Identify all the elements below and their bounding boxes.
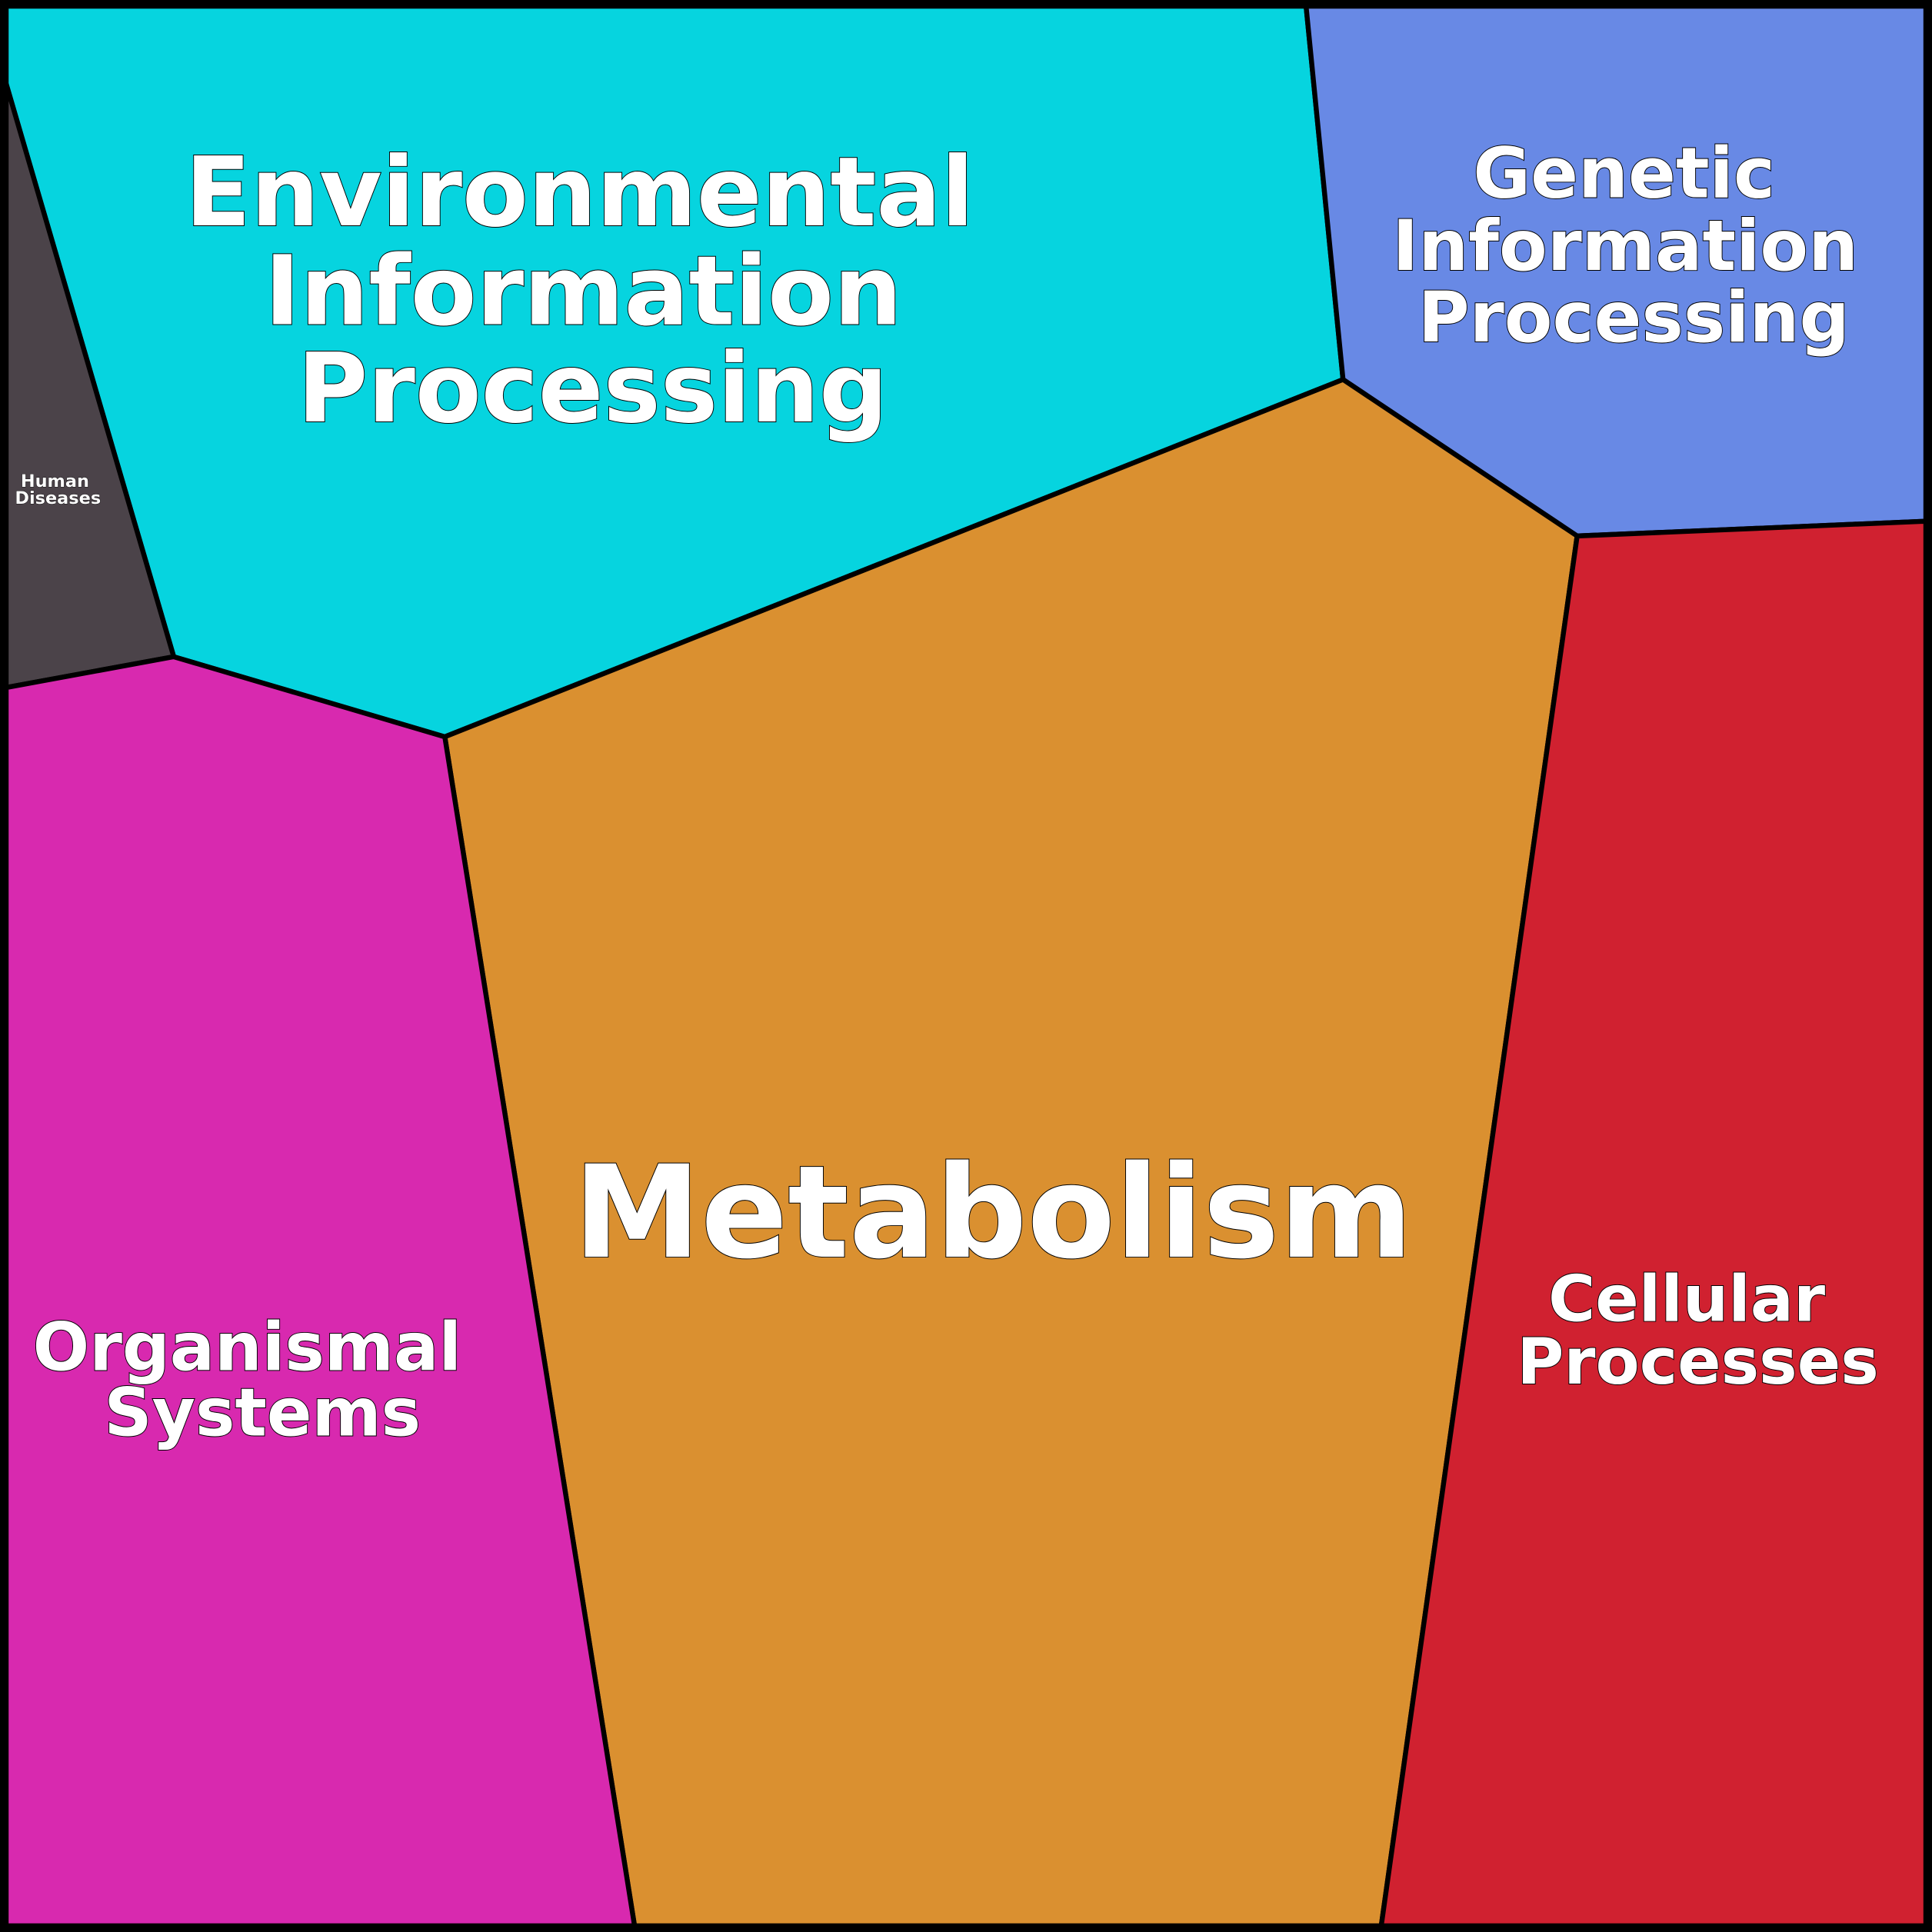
label-environmental: Environmental Information Processing [185,137,1008,445]
label-line: Cellular [1548,1261,1825,1336]
label-line: Information [265,235,902,347]
label-line: Genetic [1473,132,1775,214]
label-human-diseases: Human Diseases [15,471,101,508]
label-genetic: Genetic Information Processing [1392,132,1883,358]
label-line: Diseases [15,488,101,508]
label-line: Processing [1418,276,1850,358]
label-line: Organismal [33,1309,461,1386]
label-line: Systems [104,1374,421,1451]
label-cellular: Cellular Processes [1517,1261,1878,1399]
label-line: Human [21,471,89,491]
label-organismal: Organismal Systems [33,1309,485,1451]
label-metabolism: Metabolism [573,1138,1413,1287]
label-line: Processing [298,333,888,445]
label-line: Processes [1517,1324,1878,1399]
label-line: Information [1392,205,1858,287]
label-line: Metabolism [573,1138,1413,1287]
label-line: Environmental [185,137,974,248]
